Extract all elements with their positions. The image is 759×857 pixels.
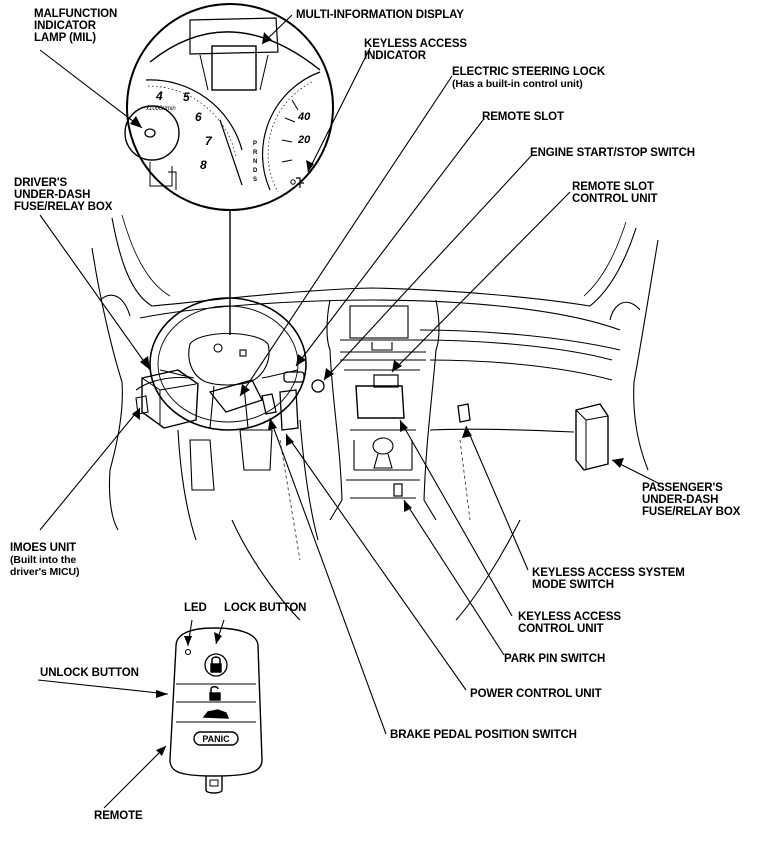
gear-r: R bbox=[253, 150, 258, 156]
remote-transmitter bbox=[169, 627, 263, 794]
tach-number-4: 4 bbox=[155, 89, 163, 103]
unlock-button-icon bbox=[209, 692, 221, 701]
shift-knob bbox=[372, 437, 394, 455]
steering-wheel bbox=[149, 297, 307, 431]
engine-start-stop-switch-label: ENGINE START/STOP SWITCH bbox=[530, 147, 696, 159]
gear-p: P bbox=[253, 141, 257, 147]
tach-number-5: 5 bbox=[183, 90, 190, 104]
leader-lines bbox=[37, 14, 661, 809]
gear-s: S bbox=[253, 177, 257, 183]
gauge-markings: 4 x1000r/min 5 6 7 8 P R N D S 40 20 bbox=[145, 89, 311, 183]
electric-steering-lock-label: ELECTRIC STEERING LOCK(Has a built-in co… bbox=[452, 66, 606, 90]
panic-button: PANIC bbox=[202, 734, 230, 744]
park-pin-switch-part bbox=[393, 483, 403, 497]
tach-number-7: 7 bbox=[205, 134, 213, 148]
arrowheads bbox=[130, 32, 624, 756]
brake-pedal-position-switch-label: BRAKE PEDAL POSITION SWITCH bbox=[390, 729, 577, 741]
gear-d: D bbox=[253, 168, 258, 174]
lock-button-label: LOCK BUTTON bbox=[224, 602, 307, 614]
led-indicator bbox=[184, 648, 192, 656]
remote-slot-label: REMOTE SLOT bbox=[482, 111, 564, 123]
vehicle-interior-drawing bbox=[91, 214, 659, 621]
instrument-cluster-callout bbox=[124, 3, 334, 335]
tach-unit: x1000r/min bbox=[145, 106, 176, 112]
center-display bbox=[349, 305, 409, 339]
power-control-unit-label: POWER CONTROL UNIT bbox=[470, 688, 602, 700]
led-label: LED bbox=[184, 602, 207, 614]
multi-information-display-screen bbox=[211, 45, 257, 91]
park-pin-switch-label: PARK PIN SWITCH bbox=[504, 653, 606, 665]
unlock-button-label: UNLOCK BUTTON bbox=[40, 667, 139, 679]
speed-number-20: 20 bbox=[297, 134, 311, 146]
lock-button-icon bbox=[204, 653, 228, 677]
remote-slot-control-unit-part bbox=[373, 374, 399, 388]
speed-number-40: 40 bbox=[297, 111, 311, 123]
keyless-access-indicator-icon bbox=[290, 177, 304, 188]
gear-n: N bbox=[253, 159, 257, 165]
multi-information-display-label: MULTI-INFORMATION DISPLAY bbox=[296, 9, 464, 21]
remote-slot-part bbox=[283, 371, 305, 383]
tach-number-8: 8 bbox=[200, 158, 207, 172]
tach-number-6: 6 bbox=[195, 110, 202, 124]
remote-label: REMOTE bbox=[94, 810, 143, 822]
engine-start-switch-part bbox=[311, 379, 325, 393]
mil-lamp-icon bbox=[144, 128, 156, 138]
tailgate-button-icon bbox=[202, 709, 230, 719]
